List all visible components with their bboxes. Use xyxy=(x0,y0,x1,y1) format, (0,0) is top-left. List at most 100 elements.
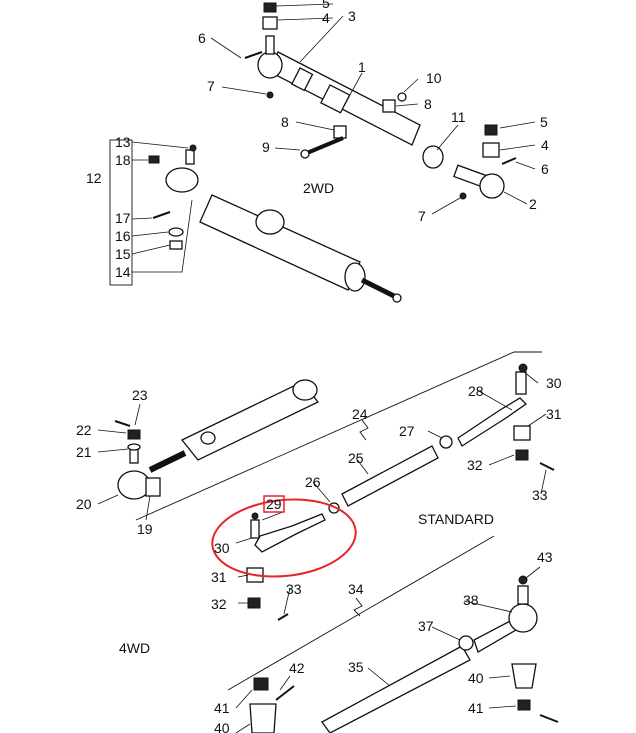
tie-rod-end-part-28 xyxy=(457,397,528,447)
callout-label: 14 xyxy=(115,264,131,280)
callout-label: 33 xyxy=(286,581,302,597)
castle-nut-part-5 xyxy=(263,2,277,13)
callout-label: 31 xyxy=(211,569,227,585)
callout-label: 15 xyxy=(115,246,131,262)
callout-label: 6 xyxy=(198,30,206,46)
callout-label: 23 xyxy=(132,387,148,403)
clevis xyxy=(165,167,199,193)
callout-label: 32 xyxy=(467,457,483,473)
cotter-pin-part-33 xyxy=(277,613,289,621)
callout-label: 19 xyxy=(137,521,153,537)
callout-label: 34 xyxy=(348,581,364,597)
tie-rod-end-part-38 xyxy=(508,603,538,633)
tie-rod-end-part-20 xyxy=(117,470,151,500)
bracket xyxy=(109,139,133,286)
bracket-line xyxy=(135,351,542,521)
cotter-pin-part-6 xyxy=(244,51,263,59)
callout-label: 22 xyxy=(76,422,92,438)
callout-label: 3 xyxy=(348,8,356,24)
callout-label: 7 xyxy=(207,78,215,94)
break-mark xyxy=(359,419,369,441)
callout-label: 5 xyxy=(540,114,548,130)
assembly-standard-tie-rod xyxy=(135,351,555,621)
castle-nut-part-32 xyxy=(247,597,261,609)
castle-nut-part-41 xyxy=(253,677,269,691)
nut-part-27 xyxy=(439,435,453,449)
tie-rod-end-part-2 xyxy=(479,173,505,199)
cylinder-port xyxy=(255,209,285,235)
assembly-4wd-tie-rod xyxy=(227,535,559,733)
grease-nipple-part-7 xyxy=(459,192,467,200)
callout-label: 27 xyxy=(399,423,415,439)
stud xyxy=(265,35,275,55)
cotter-pin-part-6 xyxy=(501,157,517,165)
callout-label: 11 xyxy=(451,109,466,125)
callout-label: 43 xyxy=(537,549,553,565)
power-cylinder xyxy=(199,194,361,291)
cylinder-end xyxy=(344,262,366,292)
cylinder-mount xyxy=(292,379,318,401)
callout-label: 24 xyxy=(352,406,368,422)
section-title-standard: STANDARD xyxy=(418,511,494,527)
clamp-part-8 xyxy=(382,99,396,113)
grease-nipple-part-43 xyxy=(518,575,528,585)
piston-rod xyxy=(360,277,398,300)
callout-label: 17 xyxy=(115,210,131,226)
assembly-2wd xyxy=(210,2,536,215)
bolt-head xyxy=(300,149,310,159)
callout-label: 12 xyxy=(86,170,102,186)
grease-nipple-part-30 xyxy=(518,363,528,373)
washer-part-21 xyxy=(127,443,141,451)
callout-label: 31 xyxy=(546,406,562,422)
callout-label: 8 xyxy=(281,114,289,130)
threaded-rod xyxy=(148,450,187,473)
callout-label-highlighted: 29 xyxy=(266,496,282,512)
rod-end xyxy=(392,293,402,303)
callout-label: 38 xyxy=(463,592,479,608)
cotter-pin xyxy=(539,714,559,723)
callout-label: 6 xyxy=(541,161,549,177)
grease-nipple-part-18 xyxy=(148,155,160,164)
callout-label: 7 xyxy=(418,208,426,224)
highlight-circle xyxy=(211,498,357,578)
clamp-part-19 xyxy=(145,477,161,497)
callout-label: 2 xyxy=(529,196,537,212)
cylinder-band xyxy=(290,67,314,92)
boot-part-31 xyxy=(513,425,531,441)
callout-label: 4 xyxy=(322,10,330,26)
callout-label: 30 xyxy=(214,540,230,556)
clamp-part-8 xyxy=(333,125,347,139)
stud xyxy=(250,519,260,539)
grease-nipple-part-7 xyxy=(266,91,274,99)
seal-part-11 xyxy=(422,145,444,169)
callout-label: 30 xyxy=(546,375,562,391)
callout-label: 21 xyxy=(76,444,92,460)
cotter-pin-part-33 xyxy=(539,462,555,471)
callout-label: 32 xyxy=(211,596,227,612)
callout-label: 10 xyxy=(426,70,442,86)
callout-label: 1 xyxy=(358,59,366,75)
stud xyxy=(517,585,529,605)
callout-label: 20 xyxy=(76,496,92,512)
break-mark xyxy=(353,597,363,617)
highlight-label-box xyxy=(263,495,285,513)
bolt-part-9 xyxy=(306,136,344,155)
callout-label: 40 xyxy=(468,670,484,686)
nut-part-37 xyxy=(458,635,474,651)
callout-label: 33 xyxy=(532,487,548,503)
cotter-pin-part-17 xyxy=(152,211,171,219)
boot-part-40 xyxy=(249,703,277,733)
callout-label: 5 xyxy=(322,0,330,11)
threaded-end xyxy=(473,619,517,653)
assembly-4wd-cylinder xyxy=(97,379,320,521)
boot-part-4 xyxy=(262,16,278,30)
nut-part-15 xyxy=(169,240,183,250)
callout-label: 16 xyxy=(115,228,131,244)
castle-nut-part-5 xyxy=(484,124,498,136)
callout-label: 18 xyxy=(115,152,131,168)
stud xyxy=(515,371,527,395)
cotter-pin-part-23 xyxy=(114,420,131,427)
tie-rod-end-left xyxy=(257,51,283,79)
boot-part-40 xyxy=(511,663,537,689)
